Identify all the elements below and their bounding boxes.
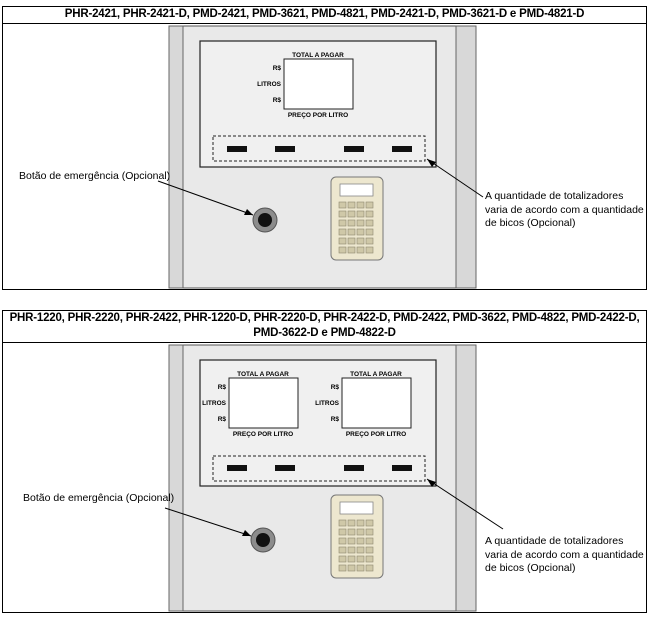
keypad-screen <box>339 501 374 515</box>
currency-label-left-bottom: R$ <box>218 416 227 423</box>
currency-label-left-top: R$ <box>218 384 227 391</box>
totalizer-group <box>212 135 426 162</box>
totalizer-note: A quantidade de totalizadores varia de a… <box>485 190 644 231</box>
pump-diagram-2: TOTAL A PAGAR R$ LITROS R$ PREÇO POR LIT… <box>164 344 504 612</box>
currency-label-bottom: R$ <box>273 97 282 104</box>
keypad-screen <box>339 183 374 197</box>
cabinet-left-side <box>168 344 184 612</box>
pump-diagram-1: TOTAL A PAGAR R$ LITROS R$ PREÇO POR LIT… <box>157 25 484 289</box>
totalizer <box>275 146 295 152</box>
liters-label-left: LITROS <box>202 400 226 407</box>
section-2-title-line: PMD-3622-D e PMD-4822-D <box>253 327 396 339</box>
totalizer-group <box>212 455 426 482</box>
display-screen-right <box>341 377 412 429</box>
section-2-title: PHR-1220, PHR-2220, PHR-2422, PHR-1220-D… <box>3 311 646 343</box>
totalizer-note: A quantidade de totalizadores varia de a… <box>485 535 644 576</box>
section-2: PHR-1220, PHR-2220, PHR-2422, PHR-1220-D… <box>2 310 647 613</box>
totalizer <box>344 465 364 471</box>
total-label-left: TOTAL A PAGAR <box>237 371 289 378</box>
totalizer-note-line: de bicos (Opcional) <box>485 217 576 229</box>
section-1: PHR-2421, PHR-2421-D, PMD-2421, PMD-3621… <box>2 6 647 290</box>
price-label-right: PREÇO POR LITRO <box>346 431 406 438</box>
liters-label-right: LITROS <box>315 400 339 407</box>
totalizer-note-line: varia de acordo com a quantidade <box>485 548 644 561</box>
section-2-title-line: PHR-1220, PHR-2220, PHR-2422, PHR-1220-D… <box>9 312 640 324</box>
totalizer-note-line: A quantidade de totalizadores <box>485 190 624 202</box>
totalizer-note-line: de bicos (Opcional) <box>485 562 576 574</box>
totalizer <box>344 146 364 152</box>
currency-label-right-bottom: R$ <box>331 416 340 423</box>
totalizer <box>227 146 247 152</box>
emergency-arrow <box>164 507 252 537</box>
emergency-arrow <box>157 180 254 216</box>
emergency-label: Botão de emergência (Opcional) <box>23 492 175 504</box>
price-label: PREÇO POR LITRO <box>288 112 348 119</box>
currency-label-right-top: R$ <box>331 384 340 391</box>
totalizer-arrowhead <box>427 159 436 167</box>
keypad-keys <box>338 519 374 572</box>
totalizer <box>227 465 247 471</box>
cabinet-right-side <box>455 25 477 289</box>
section-1-title-text: PHR-2421, PHR-2421-D, PMD-2421, PMD-3621… <box>64 8 585 20</box>
totalizer-note-line: A quantidade de totalizadores <box>485 535 624 547</box>
emergency-button-core <box>258 213 272 227</box>
totalizer <box>392 146 412 152</box>
display-screen-left <box>228 377 299 429</box>
totalizer <box>392 465 412 471</box>
section-2-body: TOTAL A PAGAR R$ LITROS R$ PREÇO POR LIT… <box>3 343 646 612</box>
totalizer-note-line: varia de acordo com a quantidade <box>485 203 644 216</box>
total-label-right: TOTAL A PAGAR <box>350 371 402 378</box>
cabinet-right-side <box>455 344 477 612</box>
totalizer <box>275 465 295 471</box>
totalizer-arrow <box>426 158 484 198</box>
section-1-body: TOTAL A PAGAR R$ LITROS R$ PREÇO POR LIT… <box>3 24 646 289</box>
price-label-left: PREÇO POR LITRO <box>233 431 293 438</box>
cabinet-left-side <box>168 25 184 289</box>
currency-label-top: R$ <box>273 65 282 72</box>
section-1-title: PHR-2421, PHR-2421-D, PMD-2421, PMD-3621… <box>3 7 646 24</box>
emergency-button-core <box>256 533 270 547</box>
display-screen <box>283 58 354 110</box>
emergency-label: Botão de emergência (Opcional) <box>19 170 171 182</box>
total-label: TOTAL A PAGAR <box>292 52 344 59</box>
emergency-arrowhead <box>244 209 253 215</box>
keypad-keys <box>338 201 374 254</box>
totalizer-arrow <box>426 478 504 530</box>
totalizer-arrowhead <box>427 479 436 487</box>
liters-label: LITROS <box>257 81 281 88</box>
emergency-arrowhead <box>242 530 251 536</box>
